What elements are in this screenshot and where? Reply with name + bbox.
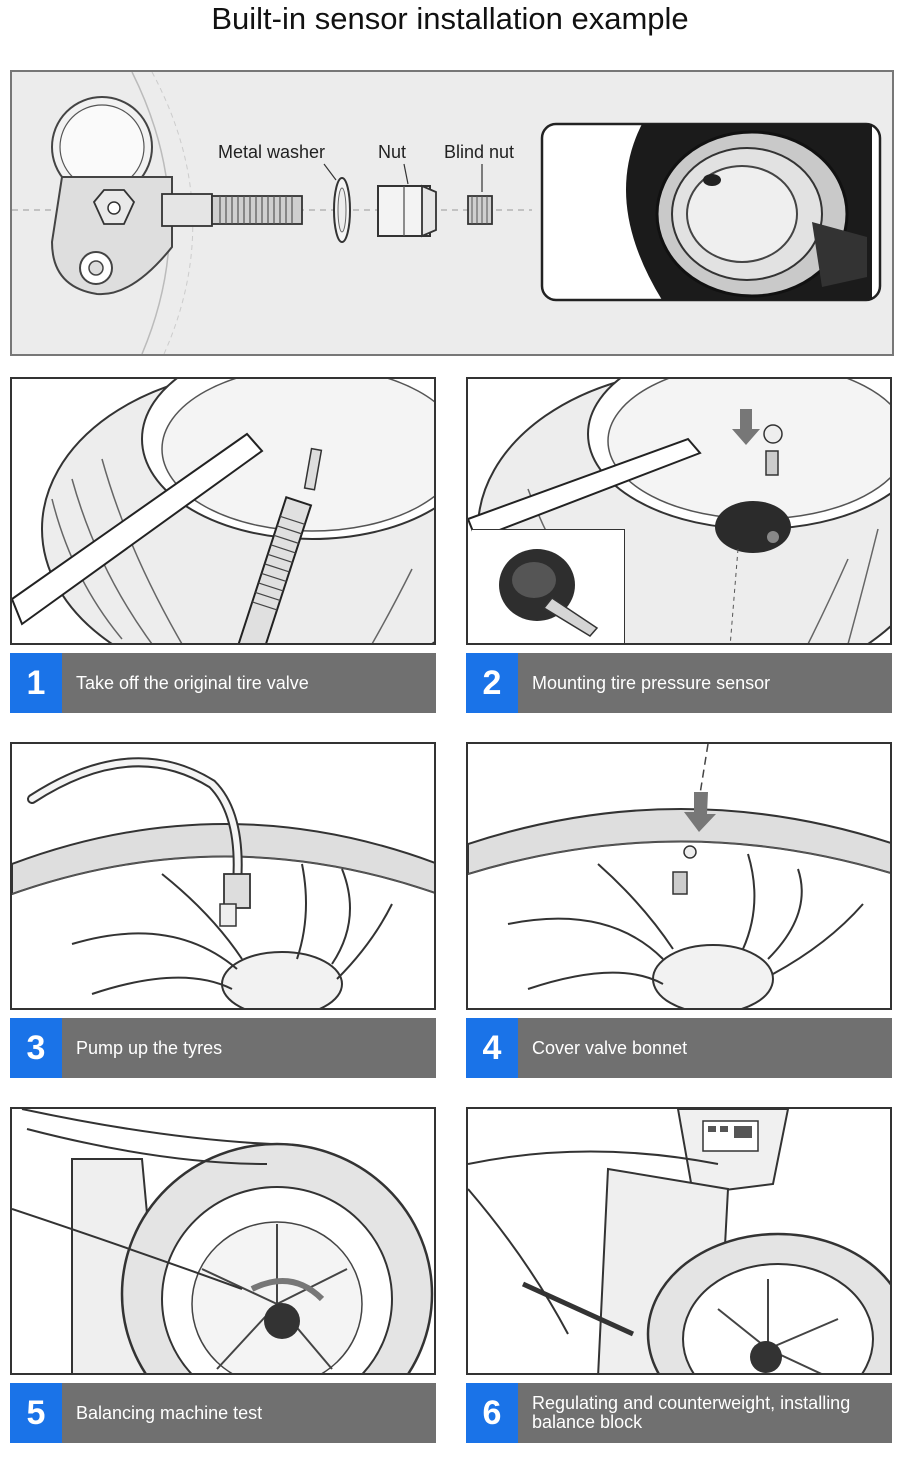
step-6-illustration (466, 1107, 892, 1375)
step-5-number: 5 (10, 1383, 62, 1443)
step-1-caption-bar: 1 Take off the original tire valve (10, 653, 436, 713)
step-3-illustration (10, 742, 436, 1010)
step-5-caption-bar: 5 Balancing machine test (10, 1383, 436, 1443)
parts-diagram-panel: Metal washer Nut Blind nut (10, 70, 894, 356)
step-1-label: Take off the original tire valve (76, 672, 309, 693)
step-2-number: 2 (466, 653, 518, 713)
step-2-illustration (466, 377, 892, 645)
step-3-label: Pump up the tyres (76, 1037, 223, 1058)
step-5-label: Balancing machine test (76, 1402, 263, 1423)
step-3-caption-bar: 3 Pump up the tyres (10, 1018, 436, 1078)
nut-label: Nut (378, 142, 407, 162)
sensor-inset (472, 529, 625, 643)
step-6-label: Regulating and counterweight, installing… (532, 1393, 851, 1432)
step-6-caption-bar: 6 Regulating and counterweight, installi… (466, 1383, 892, 1443)
step-1-number: 1 (10, 653, 62, 713)
step-5-illustration (10, 1107, 436, 1375)
step-6-number: 6 (466, 1383, 518, 1443)
step-4-illustration (466, 742, 892, 1010)
blind-nut-label: Blind nut (444, 142, 515, 162)
parts-illustration (12, 72, 882, 354)
step-3-number: 3 (10, 1018, 62, 1078)
step-4-caption-bar: 4 Cover valve bonnet (466, 1018, 892, 1078)
step-2-label: Mounting tire pressure sensor (532, 672, 771, 693)
page-title: Built-in sensor installation example (211, 1, 689, 36)
metal-washer-label: Metal washer (218, 142, 326, 162)
step-4-label: Cover valve bonnet (532, 1037, 688, 1058)
step-1-illustration (10, 377, 436, 645)
step-2-caption-bar: 2 Mounting tire pressure sensor (466, 653, 892, 713)
step-4-number: 4 (466, 1018, 518, 1078)
